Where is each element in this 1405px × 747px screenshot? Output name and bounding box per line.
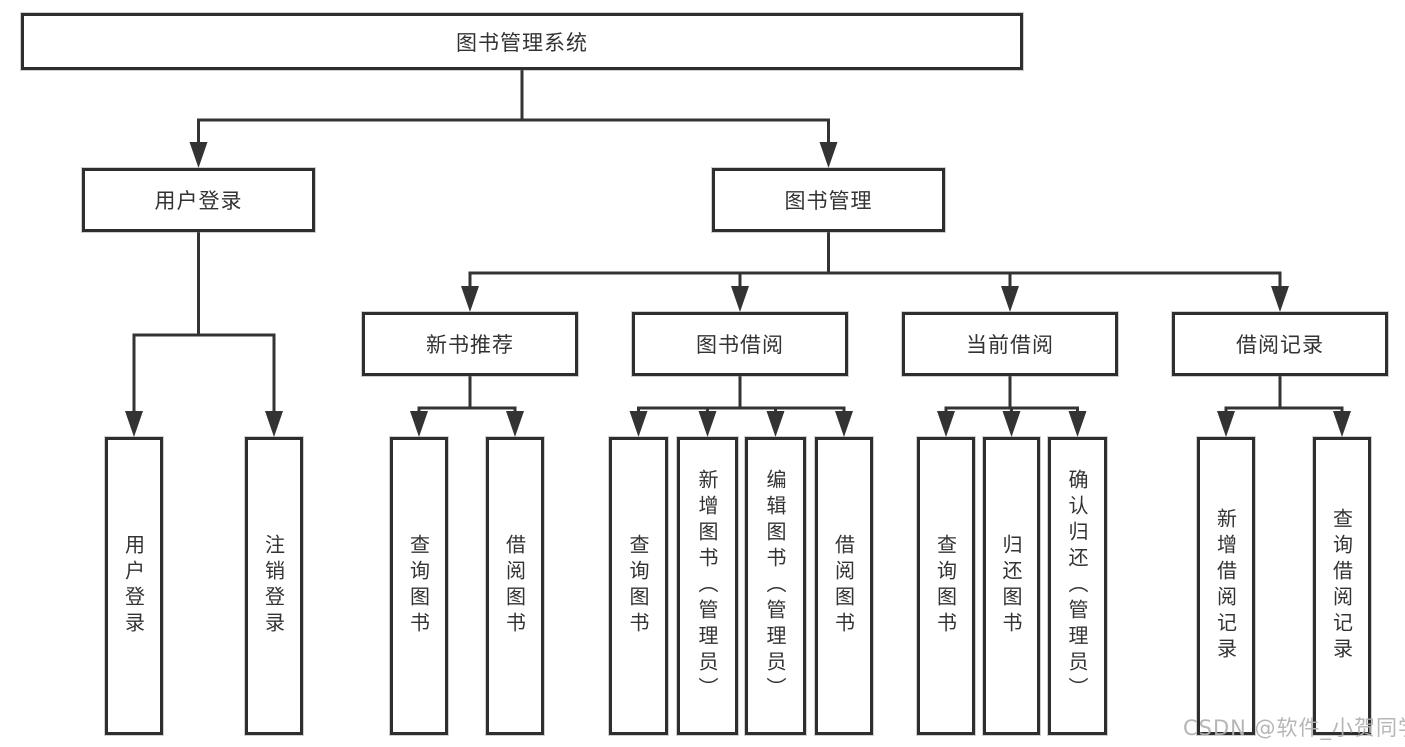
leaf-label: 归还图书 (999, 534, 1023, 638)
node-label: 借阅记录 (1236, 333, 1324, 357)
node-borrowing-records: 借阅记录 (1172, 312, 1388, 376)
node-label: 新书推荐 (426, 333, 514, 357)
leaf-label: 编辑图书（管理员） (763, 469, 787, 703)
node-label: 图书管理 (784, 189, 873, 213)
leaf-label: 查询图书 (626, 534, 650, 638)
node-library-management-system: 图书管理系统 (21, 13, 1023, 70)
leaf-label: 借阅图书 (502, 534, 527, 638)
node-label: 当前借阅 (966, 333, 1054, 357)
leaf-add-books-admin: 新增图书（管理员） (677, 437, 738, 735)
node-user-login: 用户登录 (82, 168, 315, 232)
leaf-query-books-recommend: 查询图书 (390, 437, 448, 735)
leaf-edit-books-admin: 编辑图书（管理员） (745, 437, 806, 735)
leaf-query-borrow-record: 查询借阅记录 (1313, 437, 1371, 735)
node-book-borrowing: 图书借阅 (632, 312, 848, 376)
leaf-label: 用户登录 (121, 534, 146, 638)
node-label: 图书借阅 (696, 333, 784, 357)
node-book-management: 图书管理 (712, 168, 945, 232)
leaf-label: 注销登录 (261, 534, 286, 638)
node-new-book-recommend: 新书推荐 (362, 312, 578, 376)
leaf-add-borrow-record: 新增借阅记录 (1197, 437, 1255, 735)
leaf-label: 新增借阅记录 (1213, 508, 1238, 664)
node-label: 用户登录 (154, 189, 243, 213)
leaf-borrow-books: 借阅图书 (815, 437, 873, 735)
leaf-label: 新增图书（管理员） (695, 469, 719, 703)
leaf-query-books-current: 查询图书 (917, 437, 975, 735)
leaf-logout: 注销登录 (245, 437, 303, 735)
leaf-borrow-books-recommend: 借阅图书 (486, 437, 544, 735)
leaf-label: 查询借阅记录 (1329, 508, 1354, 664)
leaf-confirm-return-admin: 确认归还（管理员） (1048, 437, 1107, 735)
leaf-query-books-borrowing: 查询图书 (609, 437, 668, 735)
leaf-return-books: 归还图书 (983, 437, 1040, 735)
node-label: 图书管理系统 (456, 30, 588, 55)
csdn-watermark: CSDN @软件_小贺同学 (1183, 716, 1405, 740)
arrowheads (125, 142, 1351, 437)
node-current-borrowing: 当前借阅 (902, 312, 1118, 376)
leaf-label: 借阅图书 (831, 534, 856, 638)
leaf-label: 查询图书 (933, 534, 958, 638)
leaf-label: 查询图书 (406, 534, 431, 638)
leaf-label: 确认归还（管理员） (1065, 469, 1089, 703)
leaf-user-login: 用户登录 (105, 437, 163, 735)
